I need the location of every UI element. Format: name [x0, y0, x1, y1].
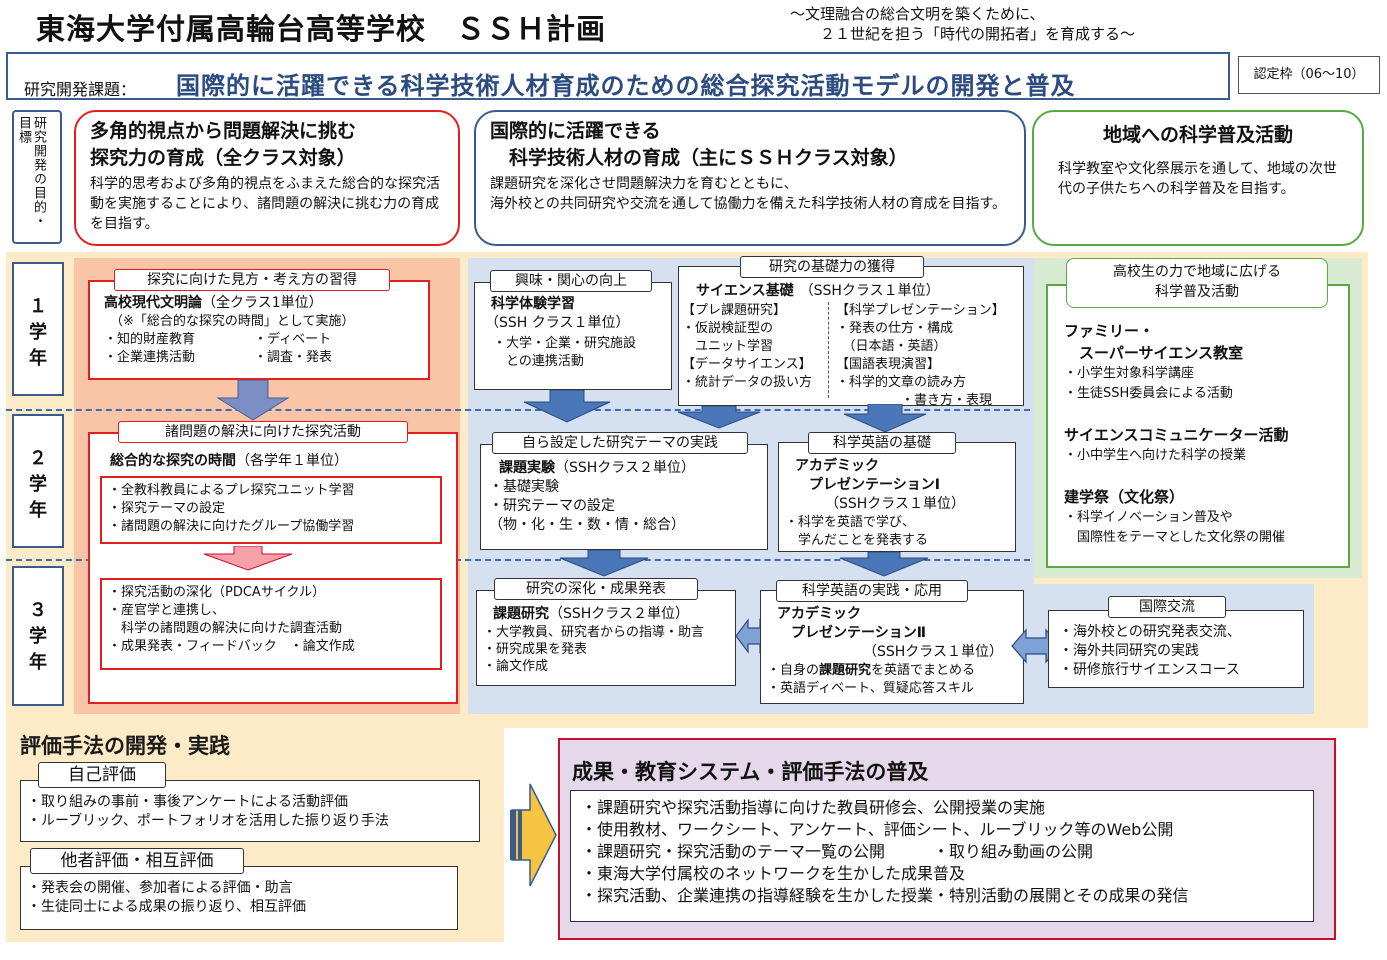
eng2-items-bold: 課題研究: [819, 663, 872, 678]
international-items: ・海外校との研究発表交流、 ・海外共同研究の実践 ・研修旅行サイエンスコース: [1048, 610, 1304, 688]
community-i1: ・小学生対象科学講座 ・生徒SSH委員会による活動: [1064, 366, 1233, 401]
english-practice-box: アカデミック プレゼンテーションⅡ （SSHクラス１単位） ・自身の課題研究を英…: [760, 590, 1024, 704]
theme-box: [6, 52, 1230, 100]
down-arrow-y1-y2: [216, 380, 290, 421]
y3-items-box: ・探究活動の深化（PDCAサイクル） ・産官学と連携し、 科学の諸問題の解決に向…: [100, 578, 442, 670]
eng2-items-line2: ・英語ディベート、質疑応答スキル: [767, 681, 974, 696]
theme-unit: （SSHクラス２単位）: [555, 460, 696, 476]
eng-items: ・科学を英語で学び、 学んだことを発表する: [785, 515, 929, 548]
goal-text-community: 科学教室や文化祭展示を通して、地域の次世代の子供たちへの科学普及を目指す。: [1058, 161, 1337, 197]
y2-course-line: 総合的な探究の時間（各学年１単位）: [110, 452, 348, 471]
y2-course-unit: （各学年１単位）: [236, 453, 348, 469]
theme-items: ・基礎実験 ・研究テーマの設定 （物・化・生・数・情・総合）: [489, 479, 685, 533]
english-practice-tag: 科学英語の実践・応用: [776, 580, 968, 602]
theme-text: 国際的に活躍できる科学技術人材育成のための総合探究活動モデルの開発と普及: [176, 72, 1076, 100]
year-label-3: ３ 学 年: [12, 566, 64, 706]
result-items: ・課題研究や探究活動指導に向けた教員研修会、公開授業の実施 ・使用教材、ワークシ…: [570, 790, 1314, 922]
period-badge: 認定枠（06～10）: [1238, 56, 1380, 94]
international-tag: 国際交流: [1108, 596, 1226, 618]
interest-unit: （SSH クラス１単位）: [485, 315, 630, 331]
evaluation-title: 評価手法の開発・実践: [20, 734, 230, 758]
year-label-2: ２ 学 年: [12, 414, 64, 548]
y1-course-unit: （全クラス1単位）: [202, 295, 323, 311]
peer-eval-items: ・発表会の開催、参加者による評価・助言 ・生徒同士による成果の振り返り、相互評価: [20, 866, 458, 930]
goal-card-community: 地域への科学普及活動 科学教室や文化祭展示を通して、地域の次世代の子供たちへの科…: [1032, 110, 1364, 246]
self-eval-tag: 自己評価: [38, 762, 166, 788]
down-arrow-interest: [523, 390, 611, 423]
basic-course-line: サイエンス基礎 （SSHクラス１単位）: [696, 282, 940, 301]
right-arrow-to-result: [510, 783, 557, 887]
year-divider-1: [6, 409, 1030, 411]
goal-title-inquiry: 多角的視点から問題解決に挑む 探究力の育成（全クラス対象）: [90, 120, 357, 169]
peer-eval-tag: 他者評価・相互評価: [30, 848, 244, 874]
english-basic-box: アカデミック プレゼンテーションⅠ （SSHクラス１単位） ・科学を英語で学び、…: [778, 442, 1016, 552]
basic-skill-tag: 研究の基礎力の獲得: [740, 256, 924, 278]
y1-course-name: 高校現代文明論: [104, 295, 202, 311]
community-tag: 高校生の力で地域に広げる 科学普及活動: [1066, 258, 1328, 308]
page-subtitle: ～文理融合の総合文明を築くために、 ２１世紀を担う「時代の開拓者」を育成する～: [790, 5, 1136, 43]
goal-text-inquiry: 科学的思考および多角的視点をふまえた総合的な探究活動を実施することにより、諸問題…: [90, 176, 440, 232]
self-eval-items: ・取り組みの事前・事後アンケートによる活動評価 ・ルーブリック、ポートフォリオを…: [20, 780, 480, 842]
eng-course: アカデミック プレゼンテーションⅠ: [795, 458, 940, 493]
page-title: 東海大学付属高輪台高等学校 ＳＳＨ計画: [36, 12, 607, 46]
eng2-items-post: を英語でまとめる: [871, 663, 976, 678]
year-divider-2: [6, 559, 1030, 561]
basic-divider: [828, 302, 829, 398]
deep-unit: （SSHクラス２単位）: [549, 606, 690, 622]
objective-label-text: 研究開発の目的・目標: [16, 116, 46, 228]
basic-items-left: 【プレ課題研究】 ・仮説検証型の ユニット学習 【データサイエンス】 ・統計デー…: [682, 303, 813, 390]
down-arrow-y2-y3: [203, 546, 293, 571]
down-arrow-basic-left: [677, 406, 761, 429]
down-arrow-theme: [559, 550, 649, 577]
deep-course: 課題研究: [493, 606, 549, 622]
deep-research-box: 課題研究（SSHクラス２単位） ・大学教員、研究者からの指導・助言 ・研究成果を…: [476, 590, 736, 686]
community-h3: 建学祭（文化祭）: [1064, 488, 1185, 506]
y2-course-name: 総合的な探究の時間: [110, 453, 236, 469]
objective-label: 研究開発の目的・目標: [12, 110, 62, 244]
goal-text-global: 課題研究を深化させ問題解決力を育むとともに、 海外校との共同研究や交流を通して協…: [490, 176, 1007, 212]
community-h2: サイエンスコミュニケーター活動: [1064, 426, 1289, 444]
y2-all-class-tag: 諸問題の解決に向けた探究活動: [118, 421, 408, 443]
y1-all-class-tag: 探究に向けた見方・考え方の習得: [114, 269, 390, 291]
theme-practice-box: 課題実験（SSHクラス２単位） ・基礎実験 ・研究テーマの設定 （物・化・生・数…: [480, 444, 768, 550]
y1-course-note: （※「総合的な探究の時間」として実施）: [110, 314, 355, 329]
theme-practice-tag: 自ら設定した研究テーマの実践: [492, 432, 748, 454]
community-box: ファミリー・ スーパーサイエンス教室 ・小学生対象科学講座 ・生徒SSH委員会に…: [1046, 284, 1350, 568]
y2-items-box: ・全教科教員によるプレ探究ユニット学習 ・探究テーマの設定 ・諸問題の解決に向け…: [100, 476, 442, 544]
deep-research-tag: 研究の深化・成果発表: [494, 578, 698, 600]
community-h1: ファミリー・ スーパーサイエンス教室: [1064, 322, 1244, 362]
deep-items: ・大学教員、研究者からの指導・助言 ・研究成果を発表 ・論文作成: [483, 625, 705, 674]
goal-card-global: 国際的に活躍できる 科学技術人材の育成（主にＳＳＨクラス対象） 課題研究を深化さ…: [474, 110, 1026, 246]
y1-items-right: ・ディベート ・調査・発表: [254, 332, 333, 365]
theme-course: 課題実験: [499, 460, 555, 476]
down-arrow-english: [839, 552, 929, 577]
english-basic-tag: 科学英語の基礎: [808, 432, 956, 454]
interest-box: 科学体験学習 （SSH クラス１単位） ・大学・企業・研究施設 との連携活動: [474, 282, 672, 390]
eng2-course: アカデミック プレゼンテーションⅡ: [777, 606, 926, 641]
basic-course: サイエンス基礎: [696, 283, 794, 299]
goal-title-global: 国際的に活躍できる 科学技術人材の育成（主にＳＳＨクラス対象）: [490, 120, 908, 169]
goal-card-inquiry: 多角的視点から問題解決に挑む 探究力の育成（全クラス対象） 科学的思考および多角…: [74, 110, 460, 246]
interest-tag: 興味・関心の向上: [490, 270, 652, 292]
year-label-1: １ 学 年: [12, 262, 64, 396]
community-i3: ・科学イノベーション普及や 国際性をテーマとした文化祭の開催: [1064, 510, 1286, 545]
eng2-items-line1: ・自身の課題研究を英語でまとめる: [767, 662, 1017, 680]
y1-items-left: ・知的財産教育 ・企業連携活動: [104, 332, 196, 365]
y1-all-class-box: 高校現代文明論（全クラス1単位） （※「総合的な探究の時間」として実施） ・知的…: [88, 280, 430, 380]
eng2-unit: （SSHクラス１単位）: [863, 644, 1004, 660]
basic-unit: （SSHクラス１単位）: [799, 283, 940, 299]
result-title: 成果・教育システム・評価手法の普及: [572, 760, 929, 784]
eng-unit: （SSHクラス１単位）: [825, 496, 966, 512]
interest-items: ・大学・企業・研究施設 との連携活動: [493, 336, 637, 369]
basic-items-right: 【科学プレゼンテーション】 ・発表の仕方・構成 （日本語・英語） 【国語表現演習…: [836, 303, 1005, 408]
theme-label: 研究開発課題：: [24, 80, 137, 99]
eng2-items-pre: ・自身の: [767, 663, 820, 678]
interest-course: 科学体験学習: [491, 296, 575, 312]
goal-title-community: 地域への科学普及活動: [1102, 124, 1293, 146]
down-arrow-basic-right: [843, 404, 927, 433]
community-i2: ・小中学生へ向けた科学の授業: [1064, 448, 1247, 463]
